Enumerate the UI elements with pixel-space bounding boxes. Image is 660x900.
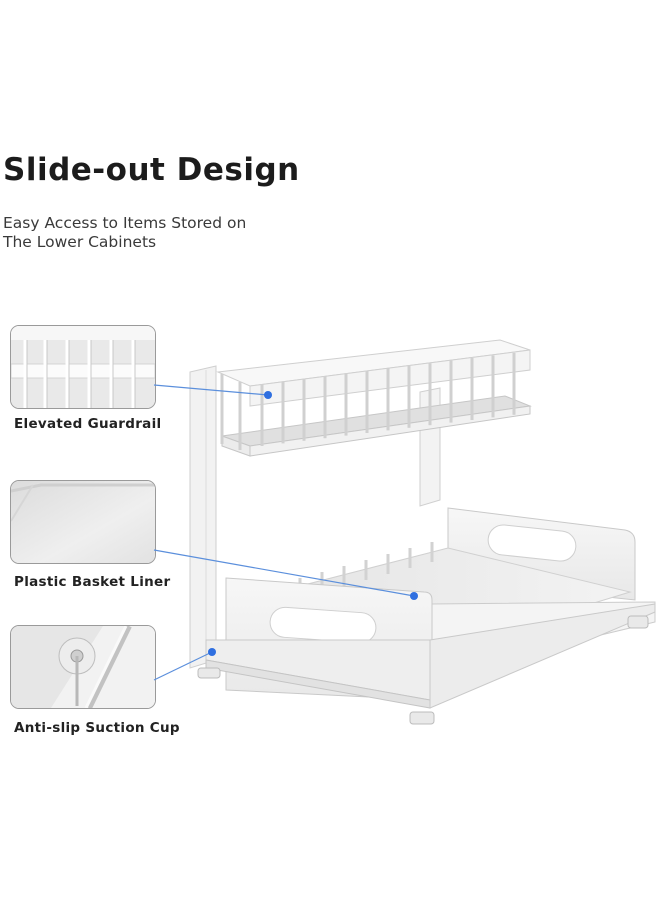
callout-lines (153, 384, 415, 681)
liner-closeup-icon (11, 481, 155, 563)
suction-thumbnail (10, 625, 156, 709)
frame-post-left (189, 365, 217, 669)
feature-label-suction: Anti-slip Suction Cup (14, 720, 180, 736)
page-title: Slide-out Design (3, 152, 300, 188)
page-subtitle: Easy Access to Items Stored on The Lower… (3, 214, 246, 252)
guardrail-closeup-icon (11, 326, 155, 408)
base-frame (205, 603, 656, 709)
feature-label-guardrail: Elevated Guardrail (14, 416, 162, 432)
subtitle-line-2: The Lower Cabinets (3, 233, 157, 251)
guardrail-thumbnail (10, 325, 156, 409)
upper-basket (216, 339, 532, 457)
subtitle-line-1: Easy Access to Items Stored on (3, 214, 247, 232)
suction-cup-closeup-icon (11, 626, 155, 708)
liner-thumbnail (10, 480, 156, 564)
suction-cups (197, 615, 649, 725)
feature-label-liner: Plastic Basket Liner (14, 574, 171, 590)
callout-dots (208, 391, 418, 656)
